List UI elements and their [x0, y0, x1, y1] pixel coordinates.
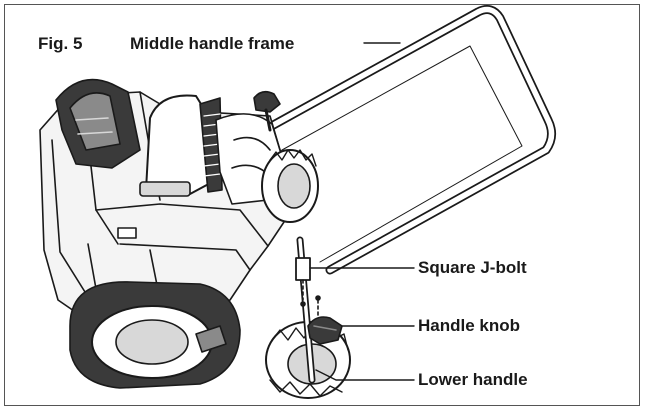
lower-handle-knob-part	[307, 316, 343, 345]
square-j-bolt-part	[295, 257, 321, 317]
upper-wheel	[261, 149, 319, 223]
handle-knob-label: Handle knob	[418, 316, 521, 335]
middle-handle-frame-label: Middle handle frame	[130, 34, 295, 53]
leader-lines	[309, 42, 415, 381]
discharge-chute	[55, 78, 141, 169]
figure-number: Fig. 5	[38, 34, 83, 53]
upper-handle-knob	[253, 90, 281, 132]
auger-housing	[69, 281, 241, 389]
figure-caption: Fig. 5 Middle handle frame	[38, 34, 294, 54]
lower-handle-label: Lower handle	[418, 370, 528, 389]
square-j-bolt-label: Square J-bolt	[418, 258, 527, 277]
middle-handle-frame	[263, 5, 556, 275]
